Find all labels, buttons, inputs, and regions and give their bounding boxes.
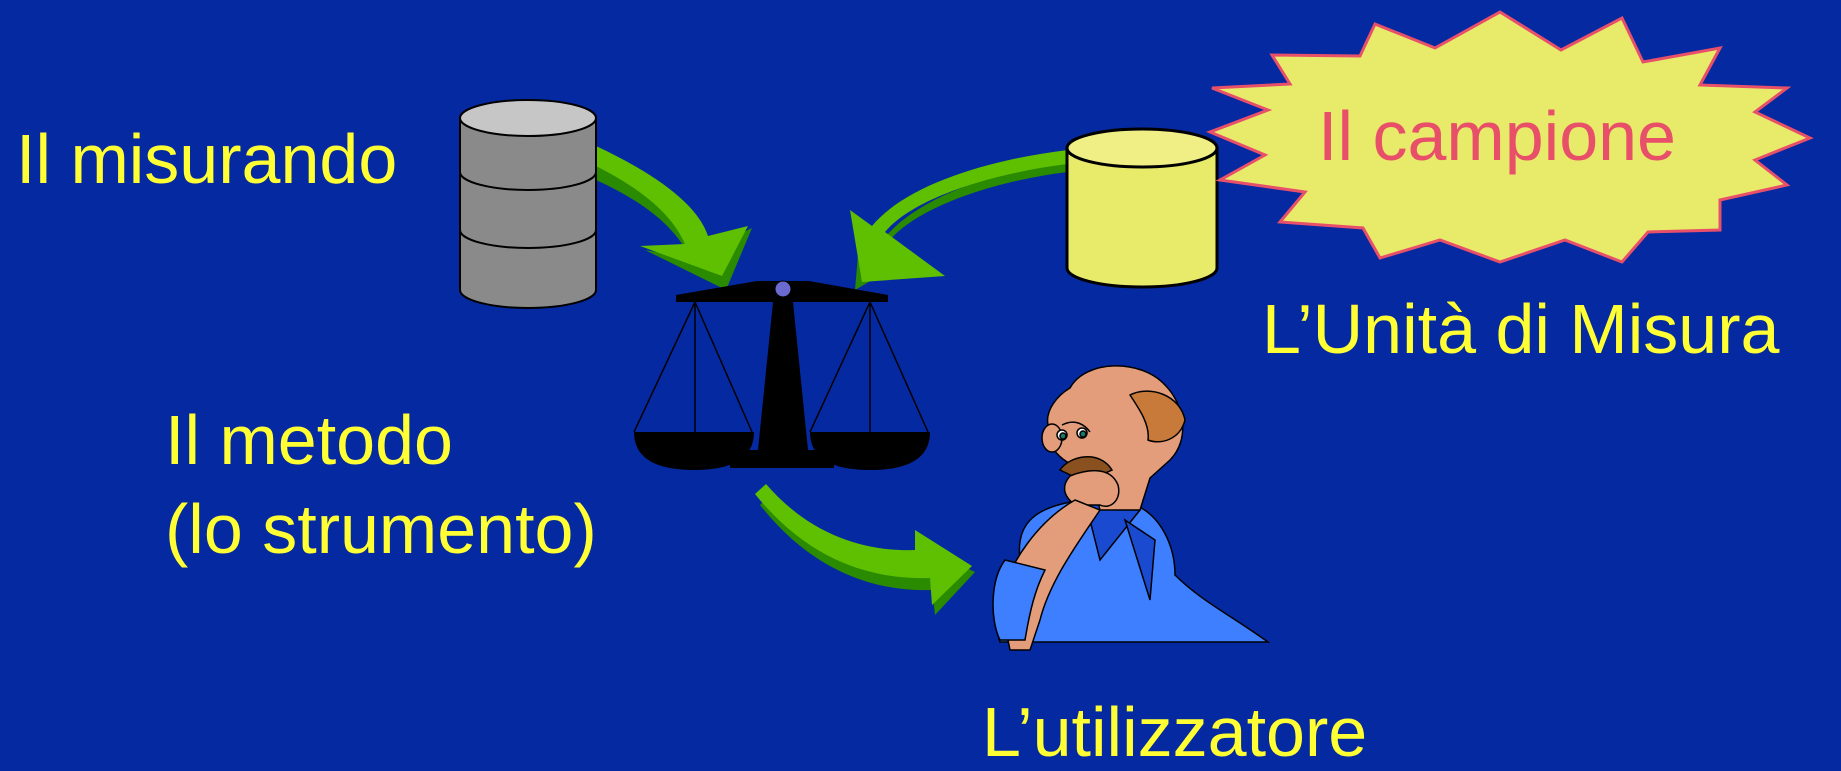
campione-label: Il campione <box>1318 97 1676 175</box>
unita-di-misura-label: L’Unità di Misura <box>1262 290 1780 368</box>
balance-scale-icon <box>633 280 930 470</box>
grey-barrel-icon <box>459 99 597 309</box>
metodo-label: Il metodo <box>165 401 453 479</box>
yellow-cylinder-icon <box>1065 127 1219 289</box>
starburst-icon <box>1205 10 1814 264</box>
utilizzatore-label: L’utilizzatore <box>982 693 1368 771</box>
thinking-man-icon <box>992 365 1271 651</box>
arrow-misurando-to-scale <box>596 146 752 290</box>
misurando-label: Il misurando <box>16 120 398 198</box>
arrow-scale-to-user <box>755 484 975 615</box>
strumento-label: (lo strumento) <box>165 490 597 568</box>
arrow-campione-to-scale <box>850 150 1068 290</box>
